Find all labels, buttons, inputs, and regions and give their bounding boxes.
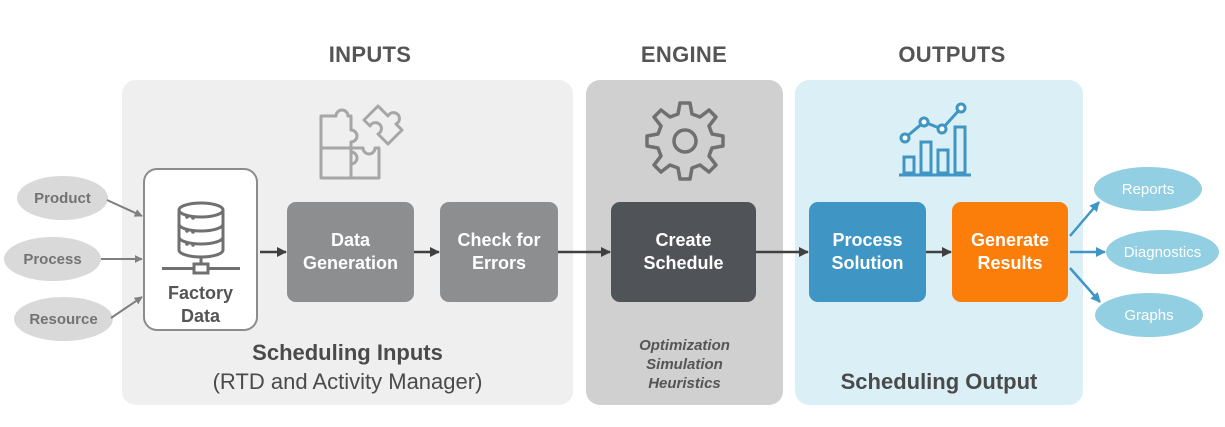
bar-chart-icon [899, 102, 971, 177]
check-errors-step: Check for Errors [440, 202, 558, 302]
engine-method-simulation: Simulation [646, 356, 723, 373]
engine-header: ENGINE [640, 42, 728, 67]
engine-method-heuristics: Heuristics [648, 375, 721, 392]
database-icon [162, 201, 240, 275]
inputs-panel-subtitle: (RTD and Activity Manager) [212, 369, 483, 394]
process-solution-step: Process Solution [809, 202, 926, 302]
engine-method-optimization: Optimization [639, 337, 730, 354]
source-product: Product [17, 176, 108, 220]
puzzle-icon [319, 104, 404, 180]
outputs-header: OUTPUTS [898, 42, 1006, 67]
result-reports: Reports [1094, 167, 1202, 211]
generate-results-step: Generate Results [952, 202, 1068, 302]
source-process: Process [4, 237, 101, 281]
gear-icon [645, 101, 725, 181]
inputs-header: INPUTS [328, 42, 412, 67]
result-diagnostics: Diagnostics [1106, 230, 1219, 274]
outputs-panel-title: Scheduling Output [840, 369, 1038, 394]
create-schedule-step: Create Schedule [611, 202, 756, 302]
inputs-panel-title: Scheduling Inputs [252, 340, 443, 365]
factory-data-box: Factory Data [143, 168, 258, 331]
source-resource: Resource [14, 297, 113, 341]
result-graphs: Graphs [1095, 293, 1203, 337]
factory-data-label: Factory Data [167, 283, 234, 326]
data-generation-step: Data Generation [287, 202, 414, 302]
